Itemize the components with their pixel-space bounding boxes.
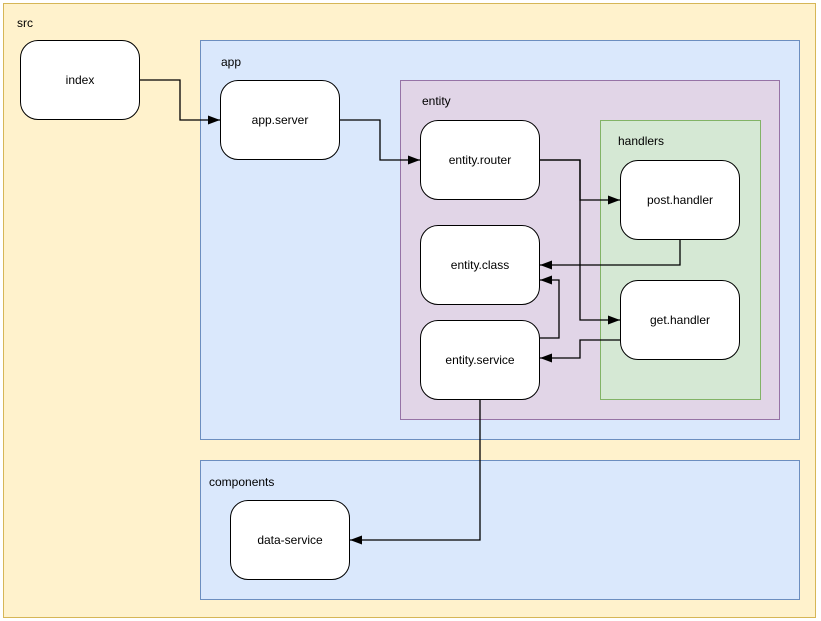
node-entity-class: entity.class <box>420 225 540 305</box>
container-label-src: src <box>17 16 33 30</box>
node-label-get-handler: get.handler <box>649 313 711 327</box>
container-label-components: components <box>209 475 275 489</box>
node-get-handler: get.handler <box>620 280 740 360</box>
node-label-entity-class: entity.class <box>450 258 510 272</box>
node-label-app-server: app.server <box>251 113 309 127</box>
node-label-index: index <box>65 73 95 87</box>
container-label-entity: entity <box>422 94 451 108</box>
node-app-server: app.server <box>220 80 340 160</box>
container-label-app: app <box>221 55 242 69</box>
container-label-handlers: handlers <box>618 134 665 148</box>
node-label-data-service: data-service <box>257 533 323 547</box>
node-index: index <box>20 40 140 120</box>
node-entity-service: entity.service <box>420 320 540 400</box>
node-label-post-handler: post.handler <box>646 193 714 207</box>
node-entity-router: entity.router <box>420 120 540 200</box>
node-data-service: data-service <box>230 500 350 580</box>
node-label-entity-router: entity.router <box>448 153 512 167</box>
node-label-entity-service: entity.service <box>445 353 515 367</box>
node-post-handler: post.handler <box>620 160 740 240</box>
